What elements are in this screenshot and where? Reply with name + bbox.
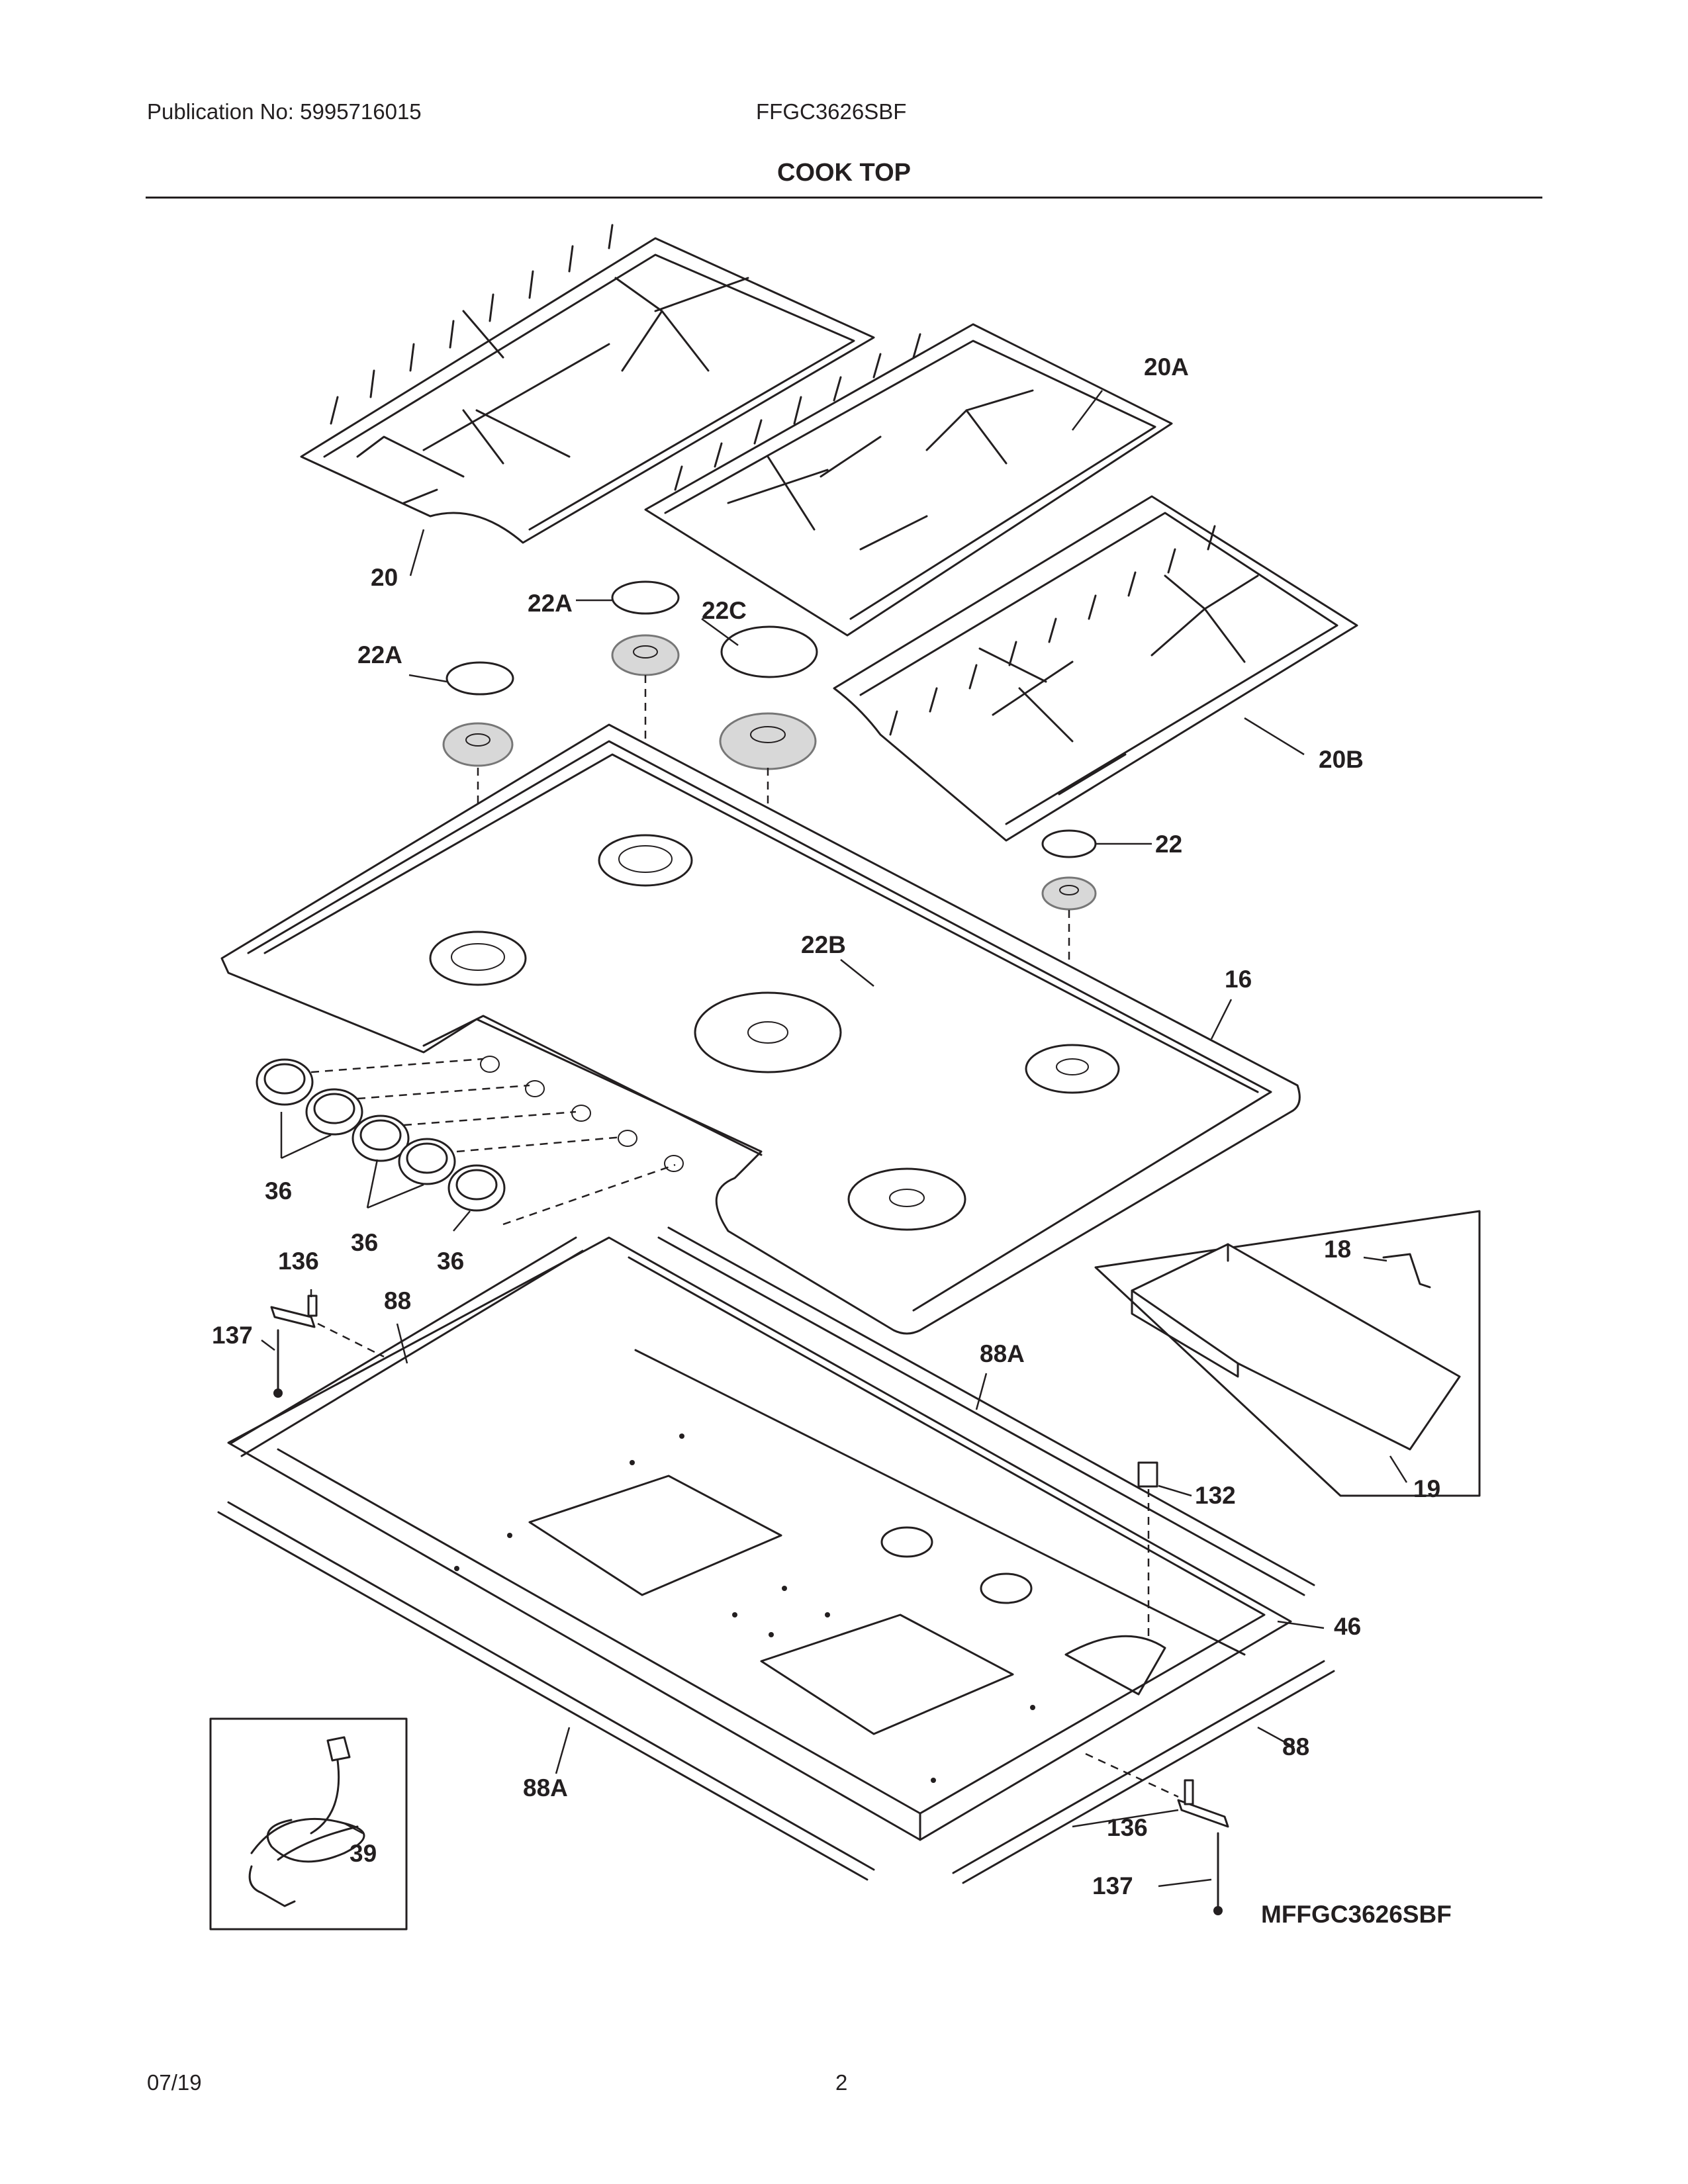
callout-20a: 20A xyxy=(1144,353,1189,381)
grate-center xyxy=(644,323,1173,637)
bracket-136-bottom xyxy=(1177,1779,1229,1828)
burner-cap-front-left xyxy=(442,661,514,767)
burner-cap-center-rear xyxy=(719,625,818,770)
callout-88-top: 88 xyxy=(384,1287,411,1314)
section-title: COOK TOP xyxy=(777,159,911,187)
callout-22: 22 xyxy=(1155,831,1182,858)
callout-36-a: 36 xyxy=(265,1177,292,1205)
burner-cap-right xyxy=(1041,829,1097,911)
callout-16: 16 xyxy=(1225,966,1252,993)
gaskets xyxy=(217,1226,1335,1884)
power-cord-inset xyxy=(209,1717,408,1931)
inset-box xyxy=(1094,1210,1481,1497)
cooktop-panel xyxy=(220,723,1301,1335)
callout-136-bottom: 136 xyxy=(1107,1814,1148,1841)
callout-39: 39 xyxy=(350,1840,377,1867)
callout-18: 18 xyxy=(1324,1236,1351,1263)
callout-20b: 20B xyxy=(1319,746,1364,773)
callout-22a-front: 22A xyxy=(357,641,402,668)
callout-46: 46 xyxy=(1334,1613,1361,1640)
grate-left xyxy=(300,224,875,544)
callout-137-top: 137 xyxy=(212,1322,253,1349)
bracket-136-top xyxy=(270,1295,318,1328)
callout-136-top: 136 xyxy=(278,1248,319,1275)
callout-88-bottom: 88 xyxy=(1282,1733,1309,1760)
callout-88a-top: 88A xyxy=(980,1340,1025,1367)
header-rule xyxy=(146,197,1542,199)
burner-cap-rear-left xyxy=(611,580,680,676)
callout-88a-bottom: 88A xyxy=(523,1774,568,1801)
control-knobs xyxy=(256,1058,506,1212)
callout-19: 19 xyxy=(1413,1475,1440,1502)
callout-132: 132 xyxy=(1195,1482,1236,1509)
callout-36-b: 36 xyxy=(351,1229,378,1256)
diagram-code: MFFGC3626SBF xyxy=(1261,1901,1452,1928)
spark-module-132 xyxy=(1137,1461,1158,1488)
burner-box xyxy=(227,1236,1292,1841)
callout-36-c: 36 xyxy=(437,1248,464,1275)
publication-number: Publication No: 5995716015 xyxy=(147,99,422,124)
callout-137-bottom: 137 xyxy=(1092,1872,1133,1899)
callout-20: 20 xyxy=(371,564,398,591)
model-number: FFGC3626SBF xyxy=(756,99,907,124)
callout-22b: 22B xyxy=(801,931,846,958)
callout-22c: 22C xyxy=(702,597,747,624)
page-number: 2 xyxy=(835,2070,848,2095)
grate-right xyxy=(833,495,1358,842)
revision-date: 07/19 xyxy=(147,2070,202,2095)
callout-22a-rear: 22A xyxy=(528,590,573,617)
